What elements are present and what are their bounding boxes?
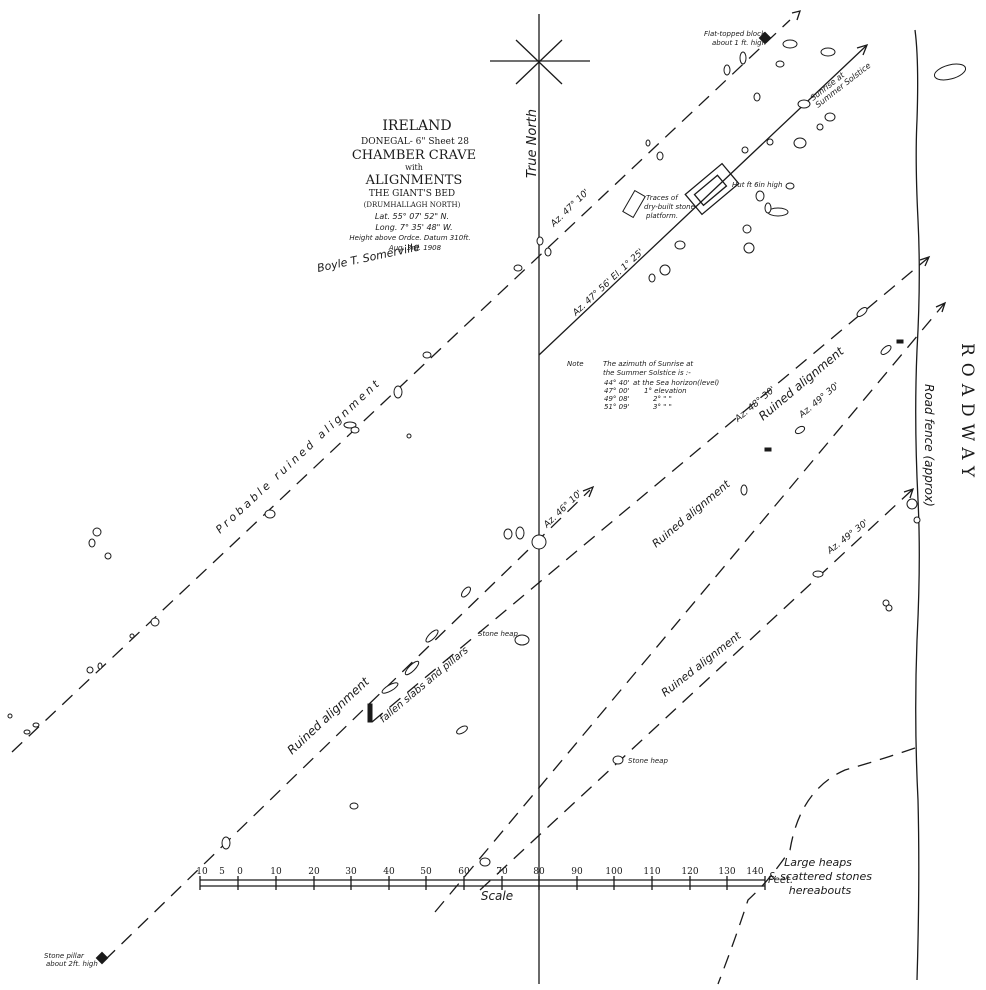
scale-tick-label: 0 bbox=[237, 867, 243, 877]
traces-label-1: Traces of bbox=[646, 194, 679, 202]
scale-labels: 10 5 0 10 20 30 40 50 60 70 80 90 100 11… bbox=[196, 867, 764, 877]
note-block: Note The azimuth of Sunrise at the Summe… bbox=[567, 360, 720, 411]
true-north-label: True North bbox=[525, 109, 540, 178]
scale-tick-label: 130 bbox=[718, 867, 735, 877]
main-alignment-line bbox=[104, 489, 591, 961]
flat-label-2: about 1 ft. high bbox=[712, 39, 766, 47]
ruined-label-2: Ruined alignment bbox=[650, 477, 734, 550]
title-lat: Lat. 55° 07' 52" N. bbox=[375, 212, 449, 221]
ruined-label-1: Ruined alignment bbox=[284, 674, 372, 758]
scale-tick-label: 5 bbox=[219, 867, 225, 877]
scale-tick-label: 140 bbox=[746, 867, 763, 877]
large-label-1: Large heaps bbox=[784, 856, 852, 869]
title-height: Height above Ordce. Datum 310ft. bbox=[349, 234, 470, 242]
flat-label-1: Flat-topped block bbox=[704, 30, 766, 38]
scale-tick-label: 120 bbox=[681, 867, 698, 877]
large-label-2: & scattered stones bbox=[768, 870, 872, 883]
az-49-30b: Az. 49° 30' bbox=[825, 518, 871, 557]
note-row-az: 44° 40' bbox=[604, 379, 630, 387]
scale-tick-label: 50 bbox=[420, 867, 432, 877]
note-row-desc: 1° elevation bbox=[644, 387, 687, 395]
title-sheet: DONEGAL- 6" Sheet 28 bbox=[361, 137, 469, 147]
alignment-48-30 bbox=[371, 257, 929, 723]
alignment-47-10 bbox=[11, 19, 791, 753]
scale-tick-label: 110 bbox=[643, 867, 660, 877]
title-date: Aug. 3rd. 1908 bbox=[388, 244, 442, 252]
pillar-label-2: about 2ft. high bbox=[46, 960, 98, 968]
scale-tick-label: 10 bbox=[270, 867, 282, 877]
flat-topped-block bbox=[758, 31, 772, 45]
stones bbox=[7, 39, 967, 867]
alignment-49-30b bbox=[479, 489, 913, 891]
roadway-label: ROADWAY bbox=[957, 343, 977, 484]
sunrise-line bbox=[538, 45, 867, 356]
note-row-desc: at the Sea horizon(level) bbox=[633, 379, 720, 387]
scale-tick-label: 90 bbox=[571, 867, 583, 877]
note-row-desc: 2° " " bbox=[653, 395, 672, 403]
stone-pillar bbox=[95, 951, 109, 965]
note-row-az: 51° 09' bbox=[604, 403, 630, 411]
pillar-label-1: Stone pillar bbox=[44, 952, 85, 960]
road-fence-label: Road fence (approx) bbox=[922, 384, 936, 507]
note-line2: the Summer Solstice is :- bbox=[603, 369, 691, 377]
scale-tick-label: 80 bbox=[533, 867, 545, 877]
scale-tick-label: 30 bbox=[345, 867, 357, 877]
note-row-az: 47° 00' bbox=[604, 387, 630, 395]
scale-tick-label: 10 bbox=[196, 867, 208, 877]
az-47-56: Az. 47° 56' El. 1° 25' bbox=[570, 247, 646, 319]
scale-unit: Feet. bbox=[768, 875, 793, 886]
scale-tick-label: 20 bbox=[308, 867, 320, 877]
title-l3: ALIGNMENTS bbox=[365, 173, 463, 188]
hut-label: Hut ft 6in high bbox=[732, 181, 782, 189]
title-l2: with bbox=[405, 163, 423, 172]
stone-heap-1: Stone heap bbox=[478, 630, 518, 638]
scale-tick-label: 100 bbox=[605, 867, 622, 877]
alignment-49-30a bbox=[434, 303, 945, 913]
title-country: IRELAND bbox=[382, 118, 451, 134]
title-site: THE GIANT'S BED bbox=[369, 189, 455, 199]
scale-label: Scale bbox=[481, 889, 513, 903]
title-block: IRELAND DONEGAL- 6" Sheet 28 CHAMBER CRA… bbox=[349, 118, 476, 252]
scale-tick-label: 70 bbox=[496, 867, 508, 877]
signature: Boyle T. Somerville bbox=[316, 240, 421, 275]
scale-tick-label: 40 bbox=[383, 867, 395, 877]
stone-heap-2: Stone heap bbox=[628, 757, 668, 765]
ruined-label-4: Ruined alignment bbox=[659, 629, 744, 700]
traces-label-3: platform. bbox=[645, 212, 678, 220]
note-line1: The azimuth of Sunrise at bbox=[603, 360, 693, 368]
probable-label: Probable ruined alignment bbox=[213, 376, 384, 536]
note-row-desc: 3° " " bbox=[653, 403, 672, 411]
chamber-grave bbox=[684, 162, 740, 216]
title-long: Long. 7° 35' 48" W. bbox=[375, 223, 452, 232]
title-townland: (DRUMHALLAGH NORTH) bbox=[364, 201, 461, 209]
scale-tick-label: 60 bbox=[458, 867, 470, 877]
note-label: Note bbox=[567, 360, 584, 368]
note-row-az: 49° 08' bbox=[604, 395, 630, 403]
heaps-boundary bbox=[717, 747, 916, 985]
traces-label-2: dry-built stone bbox=[644, 203, 695, 211]
scale-bar bbox=[199, 876, 766, 890]
az-46-10: Az. 46° 10' bbox=[541, 489, 584, 531]
road-fence-line bbox=[914, 29, 920, 981]
large-label-3: hereabouts bbox=[789, 884, 852, 897]
title-l1: CHAMBER CRAVE bbox=[352, 148, 476, 163]
compass-star-icon bbox=[490, 39, 590, 85]
az-47-10: Az. 47° 10' bbox=[548, 188, 591, 230]
